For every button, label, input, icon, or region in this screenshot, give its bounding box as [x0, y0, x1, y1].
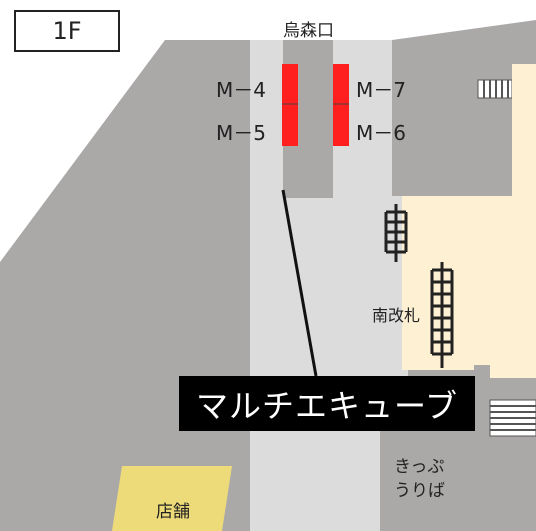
- platform-m4-label: M－4: [216, 78, 266, 102]
- floor-indicator: 1F: [14, 10, 120, 52]
- platform-m5-label: M－5: [216, 121, 266, 145]
- gate-south-label: 南改札: [372, 306, 421, 325]
- gate-north-label: 烏森口: [283, 21, 334, 41]
- ticket-office-label-line1: きっぷ: [394, 457, 445, 477]
- east-building: [392, 20, 536, 196]
- stairs-north-east: [477, 79, 513, 99]
- stairs-south-east: [489, 399, 536, 437]
- shop-label: 店舗: [156, 502, 190, 522]
- platform-m6-label: M－6: [356, 121, 406, 145]
- concourse-area-south: [402, 196, 536, 378]
- platform-stair-m4-m5: [282, 64, 298, 146]
- concourse-area: [512, 64, 536, 196]
- ticket-gate-lower: [430, 262, 454, 368]
- ticket-gate-upper: [384, 204, 408, 262]
- shop-area: [112, 466, 232, 531]
- multi-ecube-callout: マルチエキューブ: [179, 376, 475, 431]
- west-building: [0, 40, 250, 531]
- ticket-office-label-line2: うりば: [394, 481, 445, 501]
- platform-m7-label: M－7: [356, 78, 406, 102]
- platform-stair-m6-m7: [333, 64, 349, 146]
- callout-leader-line: [281, 189, 318, 377]
